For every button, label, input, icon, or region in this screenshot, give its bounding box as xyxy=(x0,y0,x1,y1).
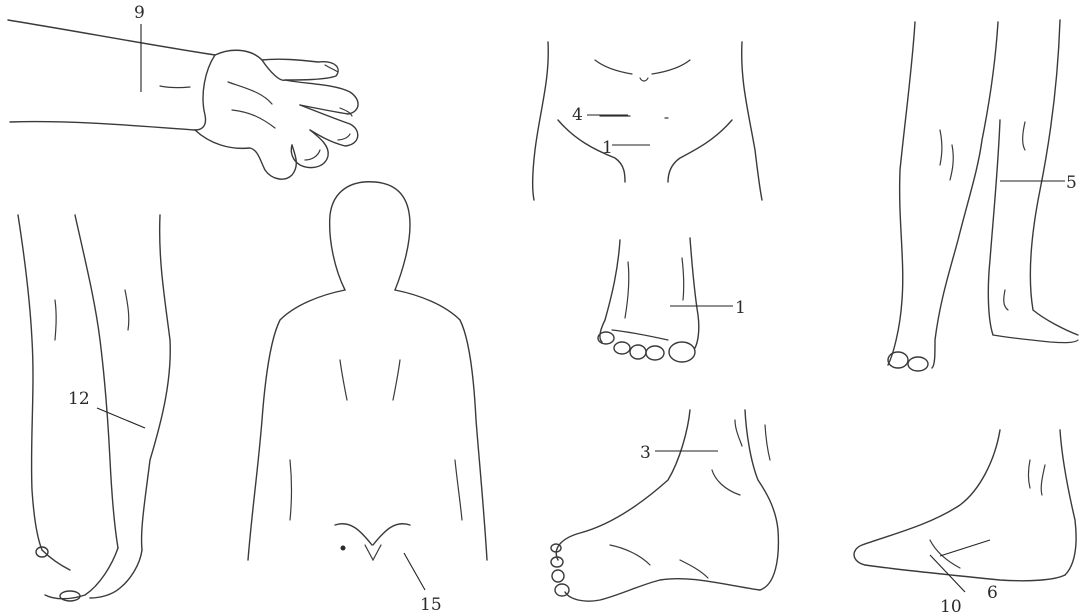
label-15: 15 xyxy=(420,595,442,615)
leg-figure: 12 xyxy=(18,215,170,601)
foot-top-figure: 1 xyxy=(598,238,746,362)
label-4: 4 xyxy=(572,105,583,125)
label-5: 5 xyxy=(1066,173,1077,193)
legs-figure: 5 xyxy=(888,20,1078,371)
abdomen-figure: 4 1 xyxy=(533,42,762,200)
label-1-foot: 1 xyxy=(735,298,746,318)
label-3: 3 xyxy=(640,443,651,463)
foot-side-figure: 3 xyxy=(551,410,778,601)
back-figure: 15 xyxy=(248,182,487,615)
label-12: 12 xyxy=(68,389,90,409)
label-6: 6 xyxy=(987,583,998,603)
foot-inner-figure: 10 6 xyxy=(854,430,1076,615)
hand-figure: 9 xyxy=(8,3,358,179)
label-10: 10 xyxy=(940,597,962,615)
label-9: 9 xyxy=(134,3,145,23)
label-1-abdomen: 1 xyxy=(602,138,613,158)
